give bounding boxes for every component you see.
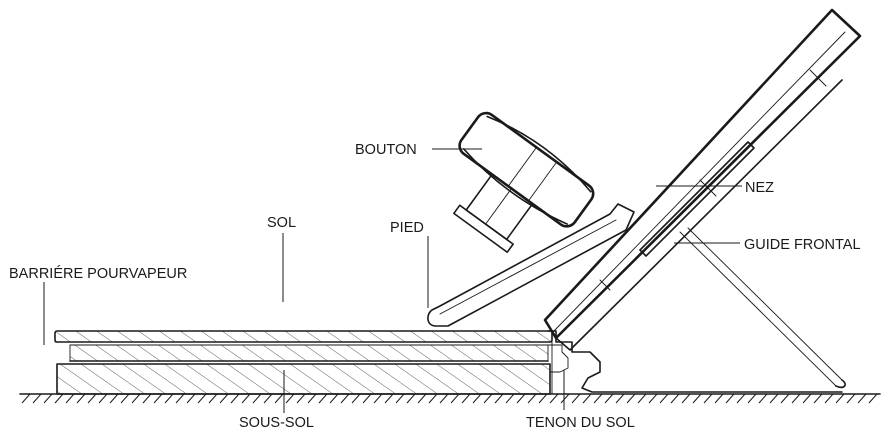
ground-hatch-tick xyxy=(824,393,834,404)
ground-hatch-tick xyxy=(395,393,405,404)
ground-hatch-tick xyxy=(120,393,130,404)
ground-hatch-tick xyxy=(747,393,757,404)
foot-strip xyxy=(427,203,635,327)
ground-hatch-tick xyxy=(758,393,768,404)
ground-hatch-tick xyxy=(582,393,592,404)
ground-hatch-tick xyxy=(98,393,108,404)
ground-hatch-tick xyxy=(428,393,438,404)
ground-line xyxy=(19,393,881,404)
ground-hatch-tick xyxy=(527,393,537,404)
ground-hatch-tick xyxy=(43,393,53,404)
ground-hatch-tick xyxy=(659,393,669,404)
ground-hatch-tick xyxy=(450,393,460,404)
ground-hatch-tick xyxy=(835,393,845,404)
ground-hatch-tick xyxy=(505,393,515,404)
ground-hatch-tick xyxy=(802,393,812,404)
ground-hatch-tick xyxy=(164,393,174,404)
ground-hatch xyxy=(21,393,878,404)
ground-hatch-tick xyxy=(813,393,823,404)
ground-hatch-tick xyxy=(384,393,394,404)
ground-hatch-tick xyxy=(483,393,493,404)
board-hatching xyxy=(55,331,552,394)
ground-hatch-tick xyxy=(417,393,427,404)
ground-hatch-tick xyxy=(604,393,614,404)
ground-hatch-tick xyxy=(648,393,658,404)
ground-hatch-tick xyxy=(703,393,713,404)
ground-hatch-tick xyxy=(329,393,339,404)
ground-hatch-tick xyxy=(868,393,878,404)
label-barriere: BARRIÉRE POURVAPEUR xyxy=(9,265,187,282)
ground-hatch-tick xyxy=(637,393,647,404)
ground-hatch-tick xyxy=(197,393,207,404)
ground-hatch-tick xyxy=(21,393,31,404)
ground-hatch-tick xyxy=(186,393,196,404)
ground-hatch-tick xyxy=(318,393,328,404)
ground-hatch-tick xyxy=(252,393,262,404)
knob xyxy=(453,111,595,254)
ground-hatch-tick xyxy=(439,393,449,404)
leader-lines xyxy=(43,148,742,413)
ground-hatch-tick xyxy=(857,393,867,404)
ground-hatch-tick xyxy=(780,393,790,404)
ground-hatch-tick xyxy=(54,393,64,404)
ground-hatch-tick xyxy=(670,393,680,404)
label-nez: NEZ xyxy=(745,180,774,196)
ground-hatch-tick xyxy=(593,393,603,404)
ground-hatch-tick xyxy=(769,393,779,404)
ground-hatch-tick xyxy=(307,393,317,404)
ground-hatch-tick xyxy=(87,393,97,404)
ground-hatch-tick xyxy=(153,393,163,404)
ground-hatch-tick xyxy=(714,393,724,404)
floor-tenon xyxy=(547,330,843,395)
ground-hatch-tick xyxy=(230,393,240,404)
label-tenon: TENON DU SOL xyxy=(526,415,635,431)
ground-hatch-tick xyxy=(142,393,152,404)
label-bouton: BOUTON xyxy=(355,142,417,158)
ground-hatch-tick xyxy=(32,393,42,404)
stair-nose xyxy=(543,8,862,351)
ground-hatch-tick xyxy=(219,393,229,404)
ground-hatch-tick xyxy=(461,393,471,404)
label-pied: PIED xyxy=(390,220,424,236)
ground-hatch-tick xyxy=(791,393,801,404)
ground-hatch-tick xyxy=(472,393,482,404)
label-sol: SOL xyxy=(267,215,296,231)
ground-hatch-tick xyxy=(406,393,416,404)
ground-hatch-tick xyxy=(175,393,185,404)
ground-hatch-tick xyxy=(846,393,856,404)
ground-hatch-tick xyxy=(131,393,141,404)
front-guide xyxy=(639,141,846,389)
ground-hatch-tick xyxy=(516,393,526,404)
ground-hatch-tick xyxy=(351,393,361,404)
ground-hatch-tick xyxy=(373,393,383,404)
ground-hatch-tick xyxy=(208,393,218,404)
ground-hatch-tick xyxy=(549,393,559,404)
ground-hatch-tick xyxy=(571,393,581,404)
ground-hatch-tick xyxy=(626,393,636,404)
label-guide-frontal: GUIDE FRONTAL xyxy=(744,237,861,253)
ground-hatch-tick xyxy=(241,393,251,404)
ground-hatch-tick xyxy=(615,393,625,404)
ground-hatch-tick xyxy=(538,393,548,404)
ground-hatch-tick xyxy=(285,393,295,404)
ground-hatch-tick xyxy=(494,393,504,404)
label-sous-sol: SOUS-SOL xyxy=(239,415,314,431)
ground-hatch-tick xyxy=(725,393,735,404)
ground-hatch-tick xyxy=(274,393,284,404)
ground-hatch-tick xyxy=(692,393,702,404)
ground-hatch-tick xyxy=(263,393,273,404)
ground-hatch-tick xyxy=(362,393,372,404)
ground-hatch-tick xyxy=(736,393,746,404)
ground-hatch-tick xyxy=(76,393,86,404)
ground-hatch-tick xyxy=(681,393,691,404)
ground-hatch-tick xyxy=(340,393,350,404)
ground-hatch-tick xyxy=(296,393,306,404)
ground-hatch-tick xyxy=(65,393,75,404)
ground-hatch-tick xyxy=(560,393,570,404)
ground-hatch-tick xyxy=(109,393,119,404)
